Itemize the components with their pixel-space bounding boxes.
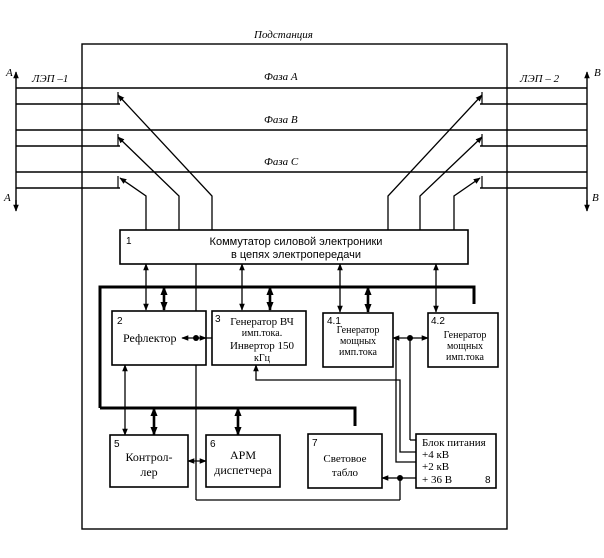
phase-b-label: Фаза В	[264, 114, 298, 126]
generator-41-number: 4.1	[327, 316, 341, 327]
display-number: 7	[312, 438, 318, 449]
power-number: 8	[485, 475, 491, 486]
power-block	[415, 433, 497, 489]
generator-hf-line-4: кГц	[254, 353, 271, 364]
power-line-2: +4 кВ	[422, 449, 449, 461]
commutator-phase-links	[117, 94, 483, 230]
generator-41-line-1: Генератор	[337, 325, 380, 336]
left-top-letter: A	[5, 67, 13, 79]
arm-line-1: АРМ	[230, 448, 256, 462]
generator-hf-line-1: Генератор ВЧ	[230, 316, 294, 328]
commutator-block	[119, 229, 469, 265]
middle-links	[181, 335, 429, 463]
generator-42-number: 4.2	[431, 316, 445, 327]
power-lines	[13, 71, 590, 212]
power-line-3: +2 кВ	[422, 461, 449, 473]
generator-hf-line-2: имп.тока.	[242, 328, 282, 339]
controller-number: 5	[114, 439, 120, 450]
commutator-text-line-2: в цепях электропередачи	[231, 249, 361, 261]
phase-c-label: Фаза С	[264, 156, 299, 168]
generator-42-line-2: мощных	[447, 341, 483, 352]
reflector-number: 2	[117, 316, 123, 327]
controller-line-1: Контрол-	[125, 450, 172, 464]
power-line-1: Блок питания	[422, 437, 486, 449]
display-line-1: Световое	[323, 453, 366, 465]
substation-frame	[81, 43, 508, 530]
substation-title: Подстанция	[253, 29, 313, 41]
bus-lower-links	[150, 407, 242, 436]
bottom-feed	[196, 475, 416, 501]
generator-hf-block	[211, 310, 307, 366]
phase-a-label: Фаза А	[264, 71, 298, 83]
internal-bus	[98, 285, 476, 426]
commutator-text-line-1: Коммутатор силовой электроники	[210, 236, 383, 248]
commutator-number: 1	[126, 236, 132, 247]
right-bottom-letter: B	[592, 192, 599, 204]
display-line-2: табло	[332, 467, 359, 479]
left-bottom-letter: A	[3, 192, 11, 204]
generator-41-line-3: имп.тока	[339, 347, 377, 358]
display-block	[307, 433, 383, 489]
controller-line-2: лер	[140, 465, 157, 479]
arm-block	[205, 434, 281, 488]
arm-line-2: диспетчера	[214, 463, 272, 477]
left-line-label: ЛЭП –1	[31, 73, 68, 85]
right-top-letter: B	[594, 67, 601, 79]
controller-block	[109, 434, 189, 488]
generator-42-line-3: имп.тока	[446, 352, 484, 363]
reflector-text: Рефлектор	[123, 331, 177, 345]
generator-hf-number: 3	[215, 314, 221, 325]
power-line-4: + 36 В	[422, 474, 452, 486]
generator-42-line-1: Генератор	[444, 330, 487, 341]
generator-42-block	[427, 312, 499, 368]
arm-number: 6	[210, 439, 216, 450]
generator-41-line-2: мощных	[340, 336, 376, 347]
generator-hf-line-3: Инвертор 150	[230, 340, 295, 352]
commutator-block-links	[143, 263, 439, 500]
right-line-label: ЛЭП – 2	[519, 73, 560, 85]
